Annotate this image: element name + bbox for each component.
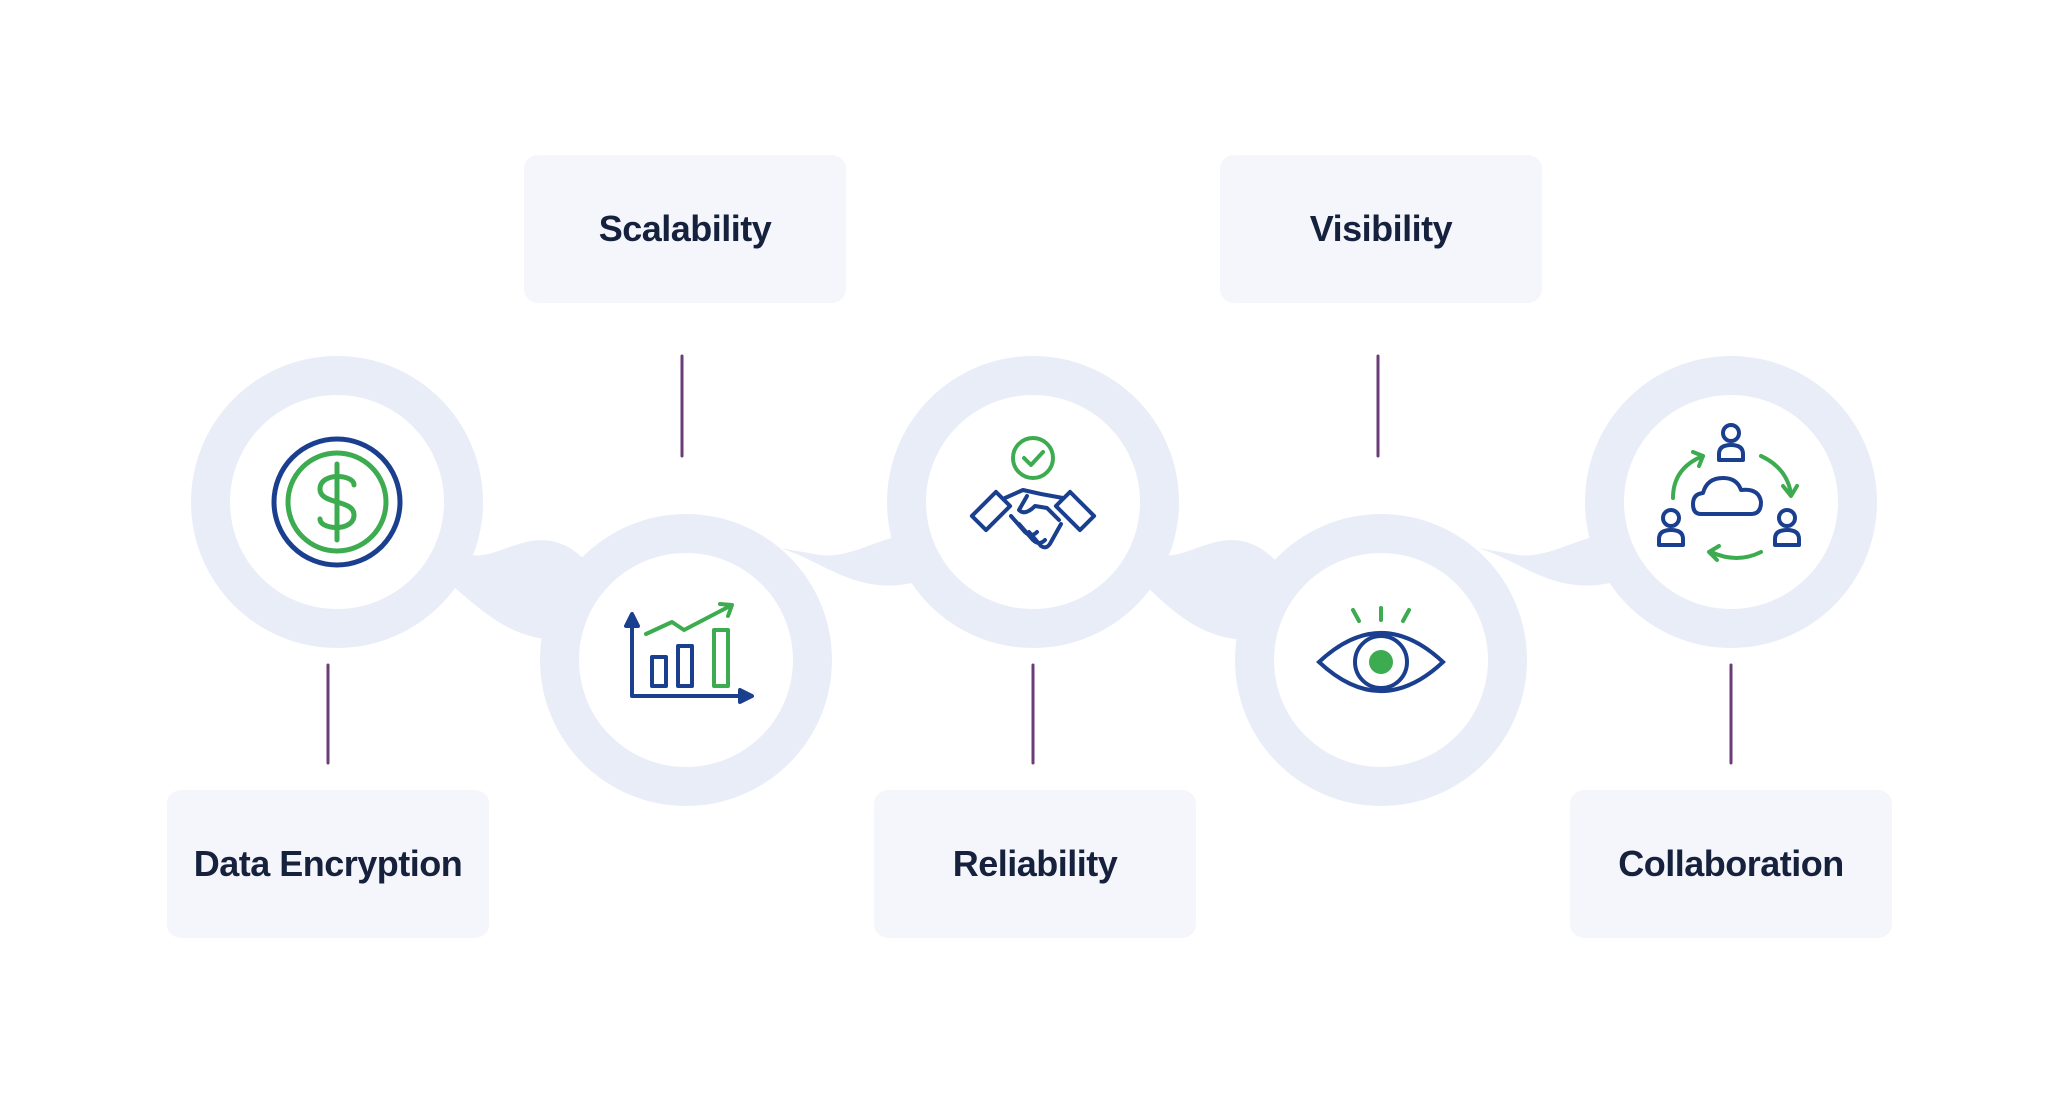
node-3	[926, 395, 1140, 609]
growth-bar-chart-icon	[624, 602, 754, 704]
label-reliability: Reliability	[952, 843, 1118, 884]
track-bridge-1	[435, 530, 603, 640]
handshake-check-icon	[969, 436, 1097, 550]
label-box-reliability: Reliability	[874, 790, 1196, 938]
connectors	[326, 354, 1733, 765]
label-box-collaboration: Collaboration	[1570, 790, 1892, 938]
label-scalability: Scalability	[598, 208, 772, 249]
label-box-scalability: Scalability	[524, 155, 846, 303]
label-collaboration: Collaboration	[1618, 843, 1844, 884]
cloud-team-cycle-icon	[1657, 423, 1801, 562]
label-box-visibility: Visibility	[1220, 155, 1542, 303]
dollar-coin-icon	[271, 436, 403, 568]
node-2	[579, 553, 793, 767]
label-data-encryption: Data Encryption	[193, 843, 463, 884]
node-5	[1624, 395, 1838, 609]
track-bridge-4	[1478, 534, 1640, 586]
track-bridge-3	[1130, 530, 1293, 640]
label-visibility: Visibility	[1309, 208, 1453, 249]
label-box-data-encryption: Data Encryption	[167, 790, 489, 938]
eye-icon	[1316, 606, 1446, 693]
track-bridge-2	[780, 534, 942, 586]
